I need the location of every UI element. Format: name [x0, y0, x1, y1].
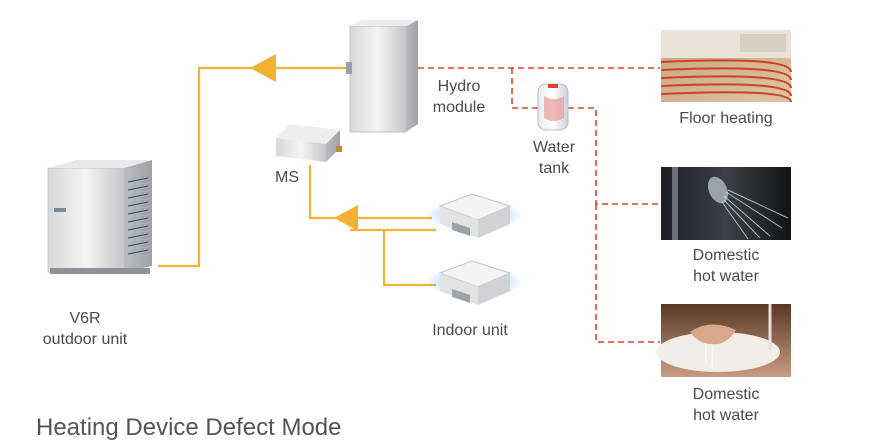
hydro-module-label: Hydro module — [432, 78, 486, 116]
water-lines — [418, 67, 660, 343]
hydro-module-icon — [346, 20, 418, 133]
domestic-hot-water-label-2: Domestic hot water — [692, 386, 760, 424]
shower-photo — [661, 167, 791, 240]
section-title: Heating Device Defect Mode — [36, 414, 342, 441]
outdoor-unit-icon — [47, 160, 152, 274]
water-tank-icon — [537, 83, 569, 131]
outdoor-unit-label: V6R outdoor unit — [42, 310, 128, 348]
domestic-hot-water-label-1: Domestic hot water — [692, 247, 760, 285]
floor-heating-label: Floor heating — [679, 110, 773, 127]
hand-wash-photo — [656, 304, 791, 377]
flow-arrow-indoor — [334, 205, 358, 231]
ms-label: MS — [275, 169, 299, 186]
indoor-unit-icon-lower — [426, 260, 522, 305]
water-tank-label: Water tank — [532, 139, 576, 177]
ms-box-icon — [276, 124, 342, 162]
flow-arrow-top — [250, 54, 276, 82]
indoor-unit-label: Indoor unit — [432, 322, 508, 339]
system-diagram — [47, 20, 792, 377]
floor-heating-photo — [660, 30, 792, 103]
indoor-unit-icon-upper — [426, 193, 522, 238]
